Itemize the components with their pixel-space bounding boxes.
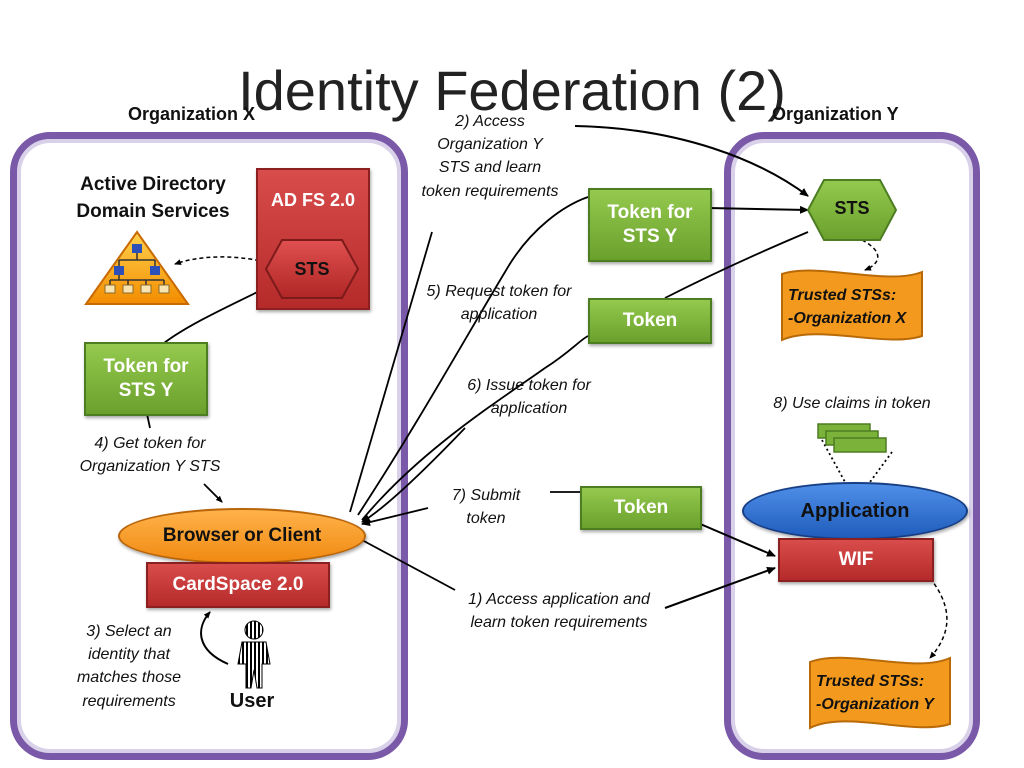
step1-line-from-client [361,539,456,591]
step3-note: 3) Select an identity that matches those… [76,623,182,710]
trusted-sts-top-text: Trusted STSs: -Organization X [788,284,924,330]
organization-x-label: Organization X [128,104,256,124]
cardspace-box: CardSpace 2.0 [146,562,330,608]
adfs-sts-hexagon [264,239,360,299]
user-icon [237,620,271,689]
sts-to-ad-dashed-arrow [174,256,267,265]
step1-note: 1) Access application and learn token re… [468,591,650,632]
cardspace-label: CardSpace 2.0 [172,574,304,595]
trusted-sts-scroll-top [781,269,923,342]
step6-arrow-to-client [361,427,466,523]
step1-arrow-to-wif [664,566,776,609]
step6-line [361,335,589,521]
trusted-sts-bottom-line1: Trusted STSs: [816,673,925,690]
trusted-sts-top-line1: Trusted STSs: [788,287,897,304]
sts-to-trusted-dashed-arrow [861,239,879,271]
application-label: Application [800,499,910,522]
token-to-sts-arrow [707,205,809,214]
token-for-sts-y-middle: Token for STS Y [588,188,712,262]
token-issued-middle: Token [588,298,712,344]
adfs-sts-to-token-line [157,284,273,349]
browser-or-client-ellipse: Browser or Client [118,508,366,564]
step8-note: 8) Use claims in token [773,395,931,412]
step4-note: 4) Get token for Organization Y STS [79,435,221,476]
trusted-sts-top-line2: -Organization X [788,310,907,328]
token-down-line [146,413,151,429]
step7-note: 7) Submit token [451,487,521,528]
directory-tree-icon [84,230,190,305]
active-directory-label: Active Directory Domain Services [76,174,230,222]
browser-or-client-label: Browser or Client [162,525,322,546]
step2-note: 2) Access Organization Y STS and learn t… [421,113,559,200]
trusted-sts-scroll-bottom [809,656,951,730]
step7-arrow-to-client [361,507,429,527]
step2-line-from-client [349,231,433,513]
wif-to-trusted-dashed-arrow [929,577,948,659]
wif-box: WIF [778,538,934,582]
trusted-sts-bottom-text: Trusted STSs: -Organization Y [816,670,952,716]
step5-line [357,196,589,516]
step6-note: 6) Issue token for application [467,377,591,418]
token-submitted-middle: Token [580,486,702,530]
organization-y-label: Organization Y [772,104,899,124]
adfs-sts-label: STS [294,258,330,279]
token-for-sts-y-org-x: Token for STS Y [84,342,208,416]
claims-stack-icon [817,423,887,453]
step4-arrow-to-client [203,483,223,503]
application-ellipse: Application [742,482,968,540]
step3-arrow-to-cardspace [200,611,229,665]
wif-label: WIF [838,549,874,570]
user-label: User [229,690,275,712]
org-y-sts-label: STS [834,197,870,218]
claims-dotted-right [869,451,893,483]
step2-arrow-to-sts [574,125,809,197]
trusted-sts-bottom-line2: -Organization Y [816,696,934,714]
token-to-wif-arrow [697,522,776,557]
org-y-sts-hexagon [806,179,898,241]
step5-note: 5) Request token for application [426,283,572,324]
sts-to-token-line [664,231,809,299]
adfs-label: AD FS 2.0 [270,190,356,210]
page-title: Identity Federation (2) [238,59,786,122]
